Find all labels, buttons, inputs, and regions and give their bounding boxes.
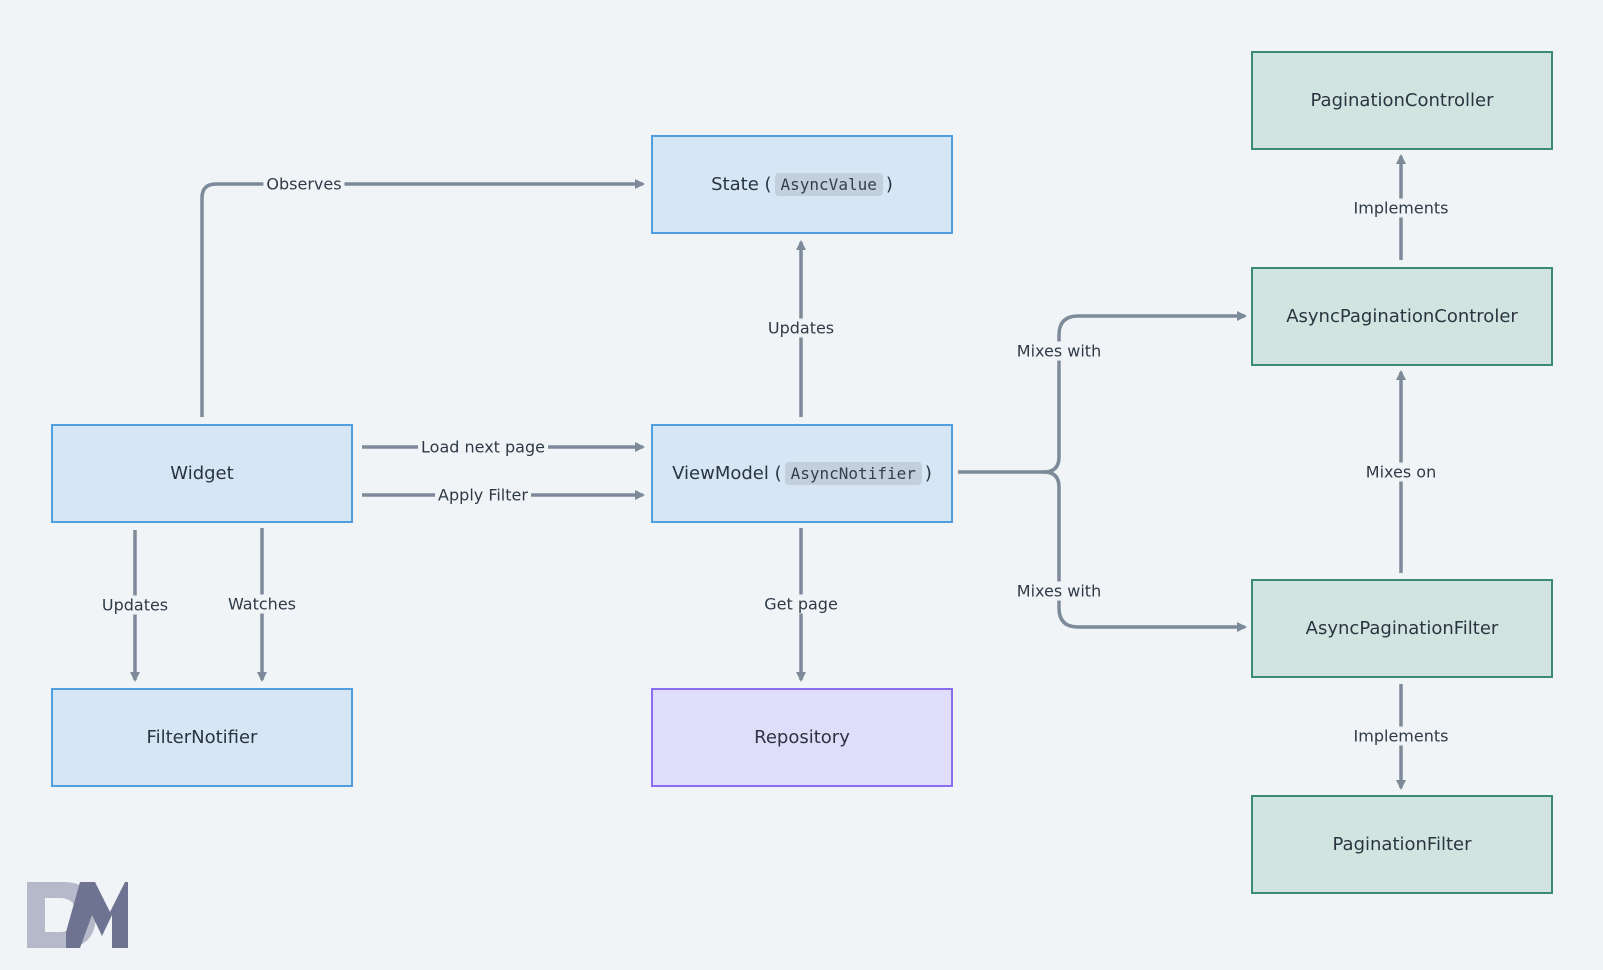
pagination-filter-node: PaginationFilter bbox=[1251, 795, 1553, 894]
mixes-with-bottom-label: Mixes with bbox=[1013, 581, 1105, 601]
filter-notifier-node-label: FilterNotifier bbox=[146, 727, 258, 748]
edge-mixes-with-bottom bbox=[1043, 470, 1247, 632]
mixes-on-label: Mixes on bbox=[1362, 462, 1440, 482]
state-node-code: AsyncValue bbox=[774, 173, 883, 196]
watches-label: Watches bbox=[225, 594, 299, 614]
async-pagination-filter-node: AsyncPaginationFilter bbox=[1251, 579, 1553, 678]
updates-filter-label: Updates bbox=[98, 595, 172, 615]
observes-label: Observes bbox=[263, 174, 345, 194]
implements-top-label: Implements bbox=[1350, 198, 1452, 218]
pagination-controller-node-label: PaginationController bbox=[1310, 90, 1494, 111]
viewmodel-node-suffix: ) bbox=[924, 463, 932, 484]
state-node: State ( AsyncValue ) bbox=[651, 135, 953, 234]
widget-node-label: Widget bbox=[170, 463, 234, 484]
state-node-label: State ( bbox=[711, 174, 772, 195]
repository-node-label: Repository bbox=[754, 727, 850, 748]
mixes-with-top-label: Mixes with bbox=[1013, 341, 1105, 361]
viewmodel-node-label: ViewModel ( bbox=[672, 463, 782, 484]
get-page-label: Get page bbox=[761, 594, 841, 614]
filter-notifier-node: FilterNotifier bbox=[51, 688, 353, 787]
apply-filter-label: Apply Filter bbox=[435, 485, 531, 505]
widget-node: Widget bbox=[51, 424, 353, 523]
viewmodel-node: ViewModel ( AsyncNotifier ) bbox=[651, 424, 953, 523]
pagination-controller-node: PaginationController bbox=[1251, 51, 1553, 150]
async-pagination-filter-node-label: AsyncPaginationFilter bbox=[1305, 618, 1499, 639]
load-next-page-label: Load next page bbox=[418, 437, 548, 457]
repository-node: Repository bbox=[651, 688, 953, 787]
edge-mixes-with-top bbox=[958, 311, 1247, 474]
async-pagination-controler-node: AsyncPaginationControler bbox=[1251, 267, 1553, 366]
async-pagination-controler-node-label: AsyncPaginationControler bbox=[1286, 306, 1518, 327]
viewmodel-node-code: AsyncNotifier bbox=[784, 462, 922, 485]
updates-state-label: Updates bbox=[764, 318, 838, 338]
state-node-suffix: ) bbox=[885, 174, 893, 195]
dm-logo bbox=[27, 882, 128, 948]
edge-observes bbox=[200, 179, 645, 417]
pagination-filter-node-label: PaginationFilter bbox=[1332, 834, 1472, 855]
implements-bottom-label: Implements bbox=[1350, 726, 1452, 746]
